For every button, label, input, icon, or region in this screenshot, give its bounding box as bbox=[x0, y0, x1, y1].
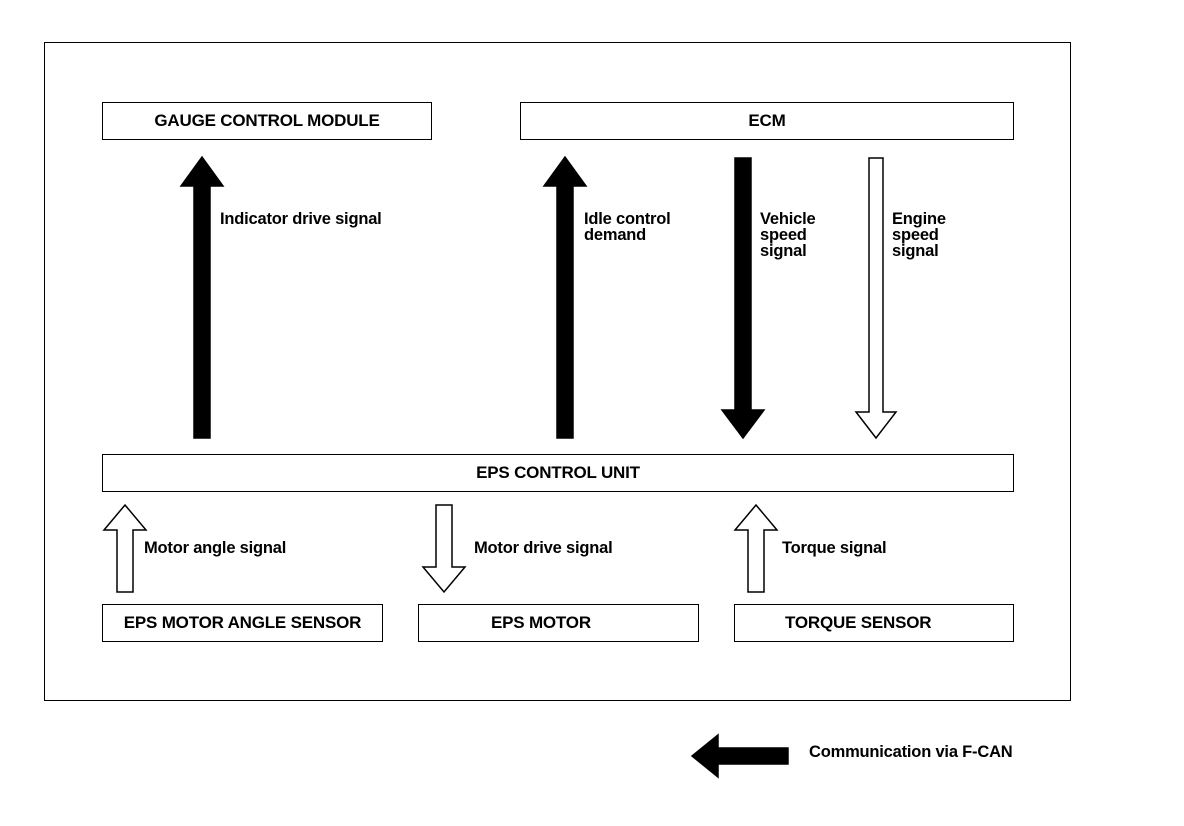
torque-arrow bbox=[733, 503, 779, 593]
indicator-drive-signal-label: Indicator drive signal bbox=[220, 210, 382, 228]
engine-speed-line-3: signal bbox=[892, 242, 939, 260]
engine-speed-arrow bbox=[854, 157, 898, 440]
indicator-drive-arrow bbox=[179, 155, 225, 439]
vehicle-speed-arrow bbox=[720, 157, 766, 440]
gauge-control-module-box: GAUGE CONTROL MODULE bbox=[102, 102, 432, 140]
vehicle-speed-line-2: speed bbox=[760, 226, 807, 244]
idle-control-demand-label: Idle control demand bbox=[584, 210, 671, 244]
idle-control-demand-line-2: demand bbox=[584, 226, 647, 244]
idle-control-demand-line-1: Idle control bbox=[584, 210, 671, 228]
engine-speed-signal-label: Engine speed signal bbox=[892, 210, 946, 260]
torque-sensor-box: TORQUE SENSOR bbox=[734, 604, 1014, 642]
engine-speed-line-1: Engine bbox=[892, 210, 946, 228]
ecm-box: ECM bbox=[520, 102, 1014, 140]
legend-fcan-label: Communication via F-CAN bbox=[809, 743, 1013, 761]
diagram-frame bbox=[44, 42, 1071, 701]
idle-control-demand-arrow bbox=[542, 155, 588, 439]
vehicle-speed-signal-label: Vehicle speed signal bbox=[760, 210, 816, 260]
motor-drive-arrow bbox=[421, 504, 467, 594]
eps-motor-angle-sensor-box: EPS MOTOR ANGLE SENSOR bbox=[102, 604, 383, 642]
motor-angle-signal-label: Motor angle signal bbox=[144, 539, 287, 557]
motor-drive-signal-label: Motor drive signal bbox=[474, 539, 613, 557]
eps-motor-box: EPS MOTOR bbox=[418, 604, 699, 642]
engine-speed-line-2: speed bbox=[892, 226, 939, 244]
legend-fcan-arrow bbox=[690, 733, 789, 779]
motor-angle-arrow bbox=[102, 503, 148, 593]
torque-signal-label: Torque signal bbox=[782, 539, 887, 557]
vehicle-speed-line-1: Vehicle bbox=[760, 210, 816, 228]
vehicle-speed-line-3: signal bbox=[760, 242, 807, 260]
eps-control-unit-box: EPS CONTROL UNIT bbox=[102, 454, 1014, 492]
